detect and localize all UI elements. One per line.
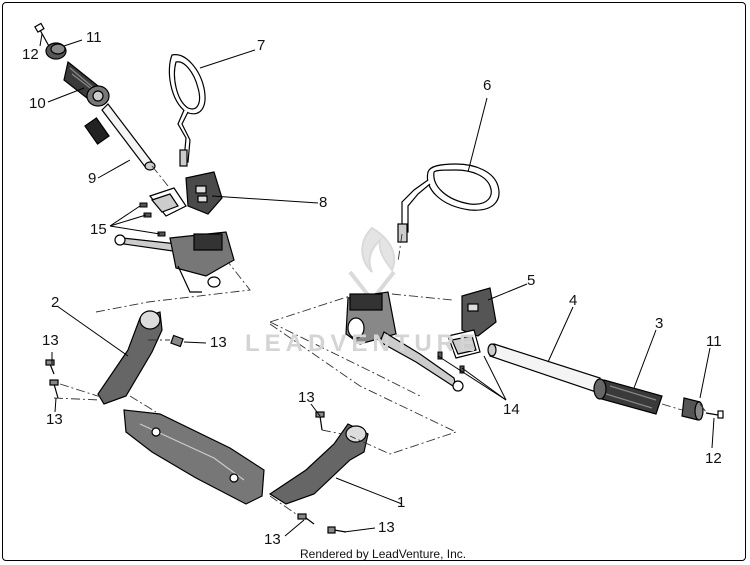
callout-9: 9 — [88, 170, 97, 187]
right-end-bolt-icon — [705, 410, 724, 419]
callout-1: 1 — [397, 494, 406, 511]
callout-leader-lines — [39, 33, 715, 537]
callout-13-center: 13 — [298, 389, 315, 406]
left-screws-icon — [139, 202, 166, 237]
mounting-bolts-icon — [45, 334, 347, 534]
watermark-text: LEADVENTURE — [245, 330, 481, 357]
left-riser-icon — [97, 310, 163, 405]
callout-10: 10 — [29, 95, 46, 112]
callout-13-riser: 13 — [210, 334, 227, 351]
left-handlebar-icon — [84, 103, 156, 171]
assembly-dash-lines — [53, 165, 707, 515]
left-mirror-icon — [168, 54, 206, 167]
watermark-logo-icon — [348, 226, 396, 304]
callout-8: 8 — [319, 194, 328, 211]
callout-13-bottom-right: 13 — [378, 519, 395, 536]
callout-11-right: 11 — [706, 333, 722, 350]
render-credit: Rendered by LeadVenture, Inc. — [300, 547, 467, 561]
left-lever-assembly-icon — [114, 231, 235, 293]
callout-5: 5 — [527, 272, 536, 289]
right-riser-icon — [268, 423, 369, 505]
callout-13-upper-left: 13 — [42, 332, 59, 349]
callout-2: 2 — [51, 294, 60, 311]
handlebar-clamp-icon — [123, 409, 265, 505]
left-grip-icon — [63, 60, 110, 107]
bar-end-weight-icon — [45, 42, 67, 60]
left-switch-housing-icon — [148, 171, 223, 217]
callout-4: 4 — [569, 292, 578, 309]
right-handlebar-icon — [487, 343, 601, 393]
callout-11-left: 11 — [86, 29, 102, 46]
callout-7: 7 — [257, 37, 266, 54]
callout-13-bottom-left: 13 — [264, 531, 281, 548]
callout-6: 6 — [483, 77, 492, 94]
callout-13-lower-left: 13 — [46, 411, 63, 428]
right-mirror-icon — [397, 163, 500, 243]
right-bar-end-weight-icon — [681, 397, 704, 421]
callout-15: 15 — [90, 221, 107, 238]
right-brake-master-icon — [345, 291, 464, 392]
callout-3: 3 — [655, 315, 664, 332]
callout-14: 14 — [503, 401, 520, 418]
callout-12-right: 12 — [705, 450, 722, 467]
callout-12-left: 12 — [22, 46, 39, 63]
end-bolt-icon — [34, 22, 51, 49]
right-grip-icon — [593, 378, 663, 415]
right-switch-housing-icon — [447, 287, 497, 359]
